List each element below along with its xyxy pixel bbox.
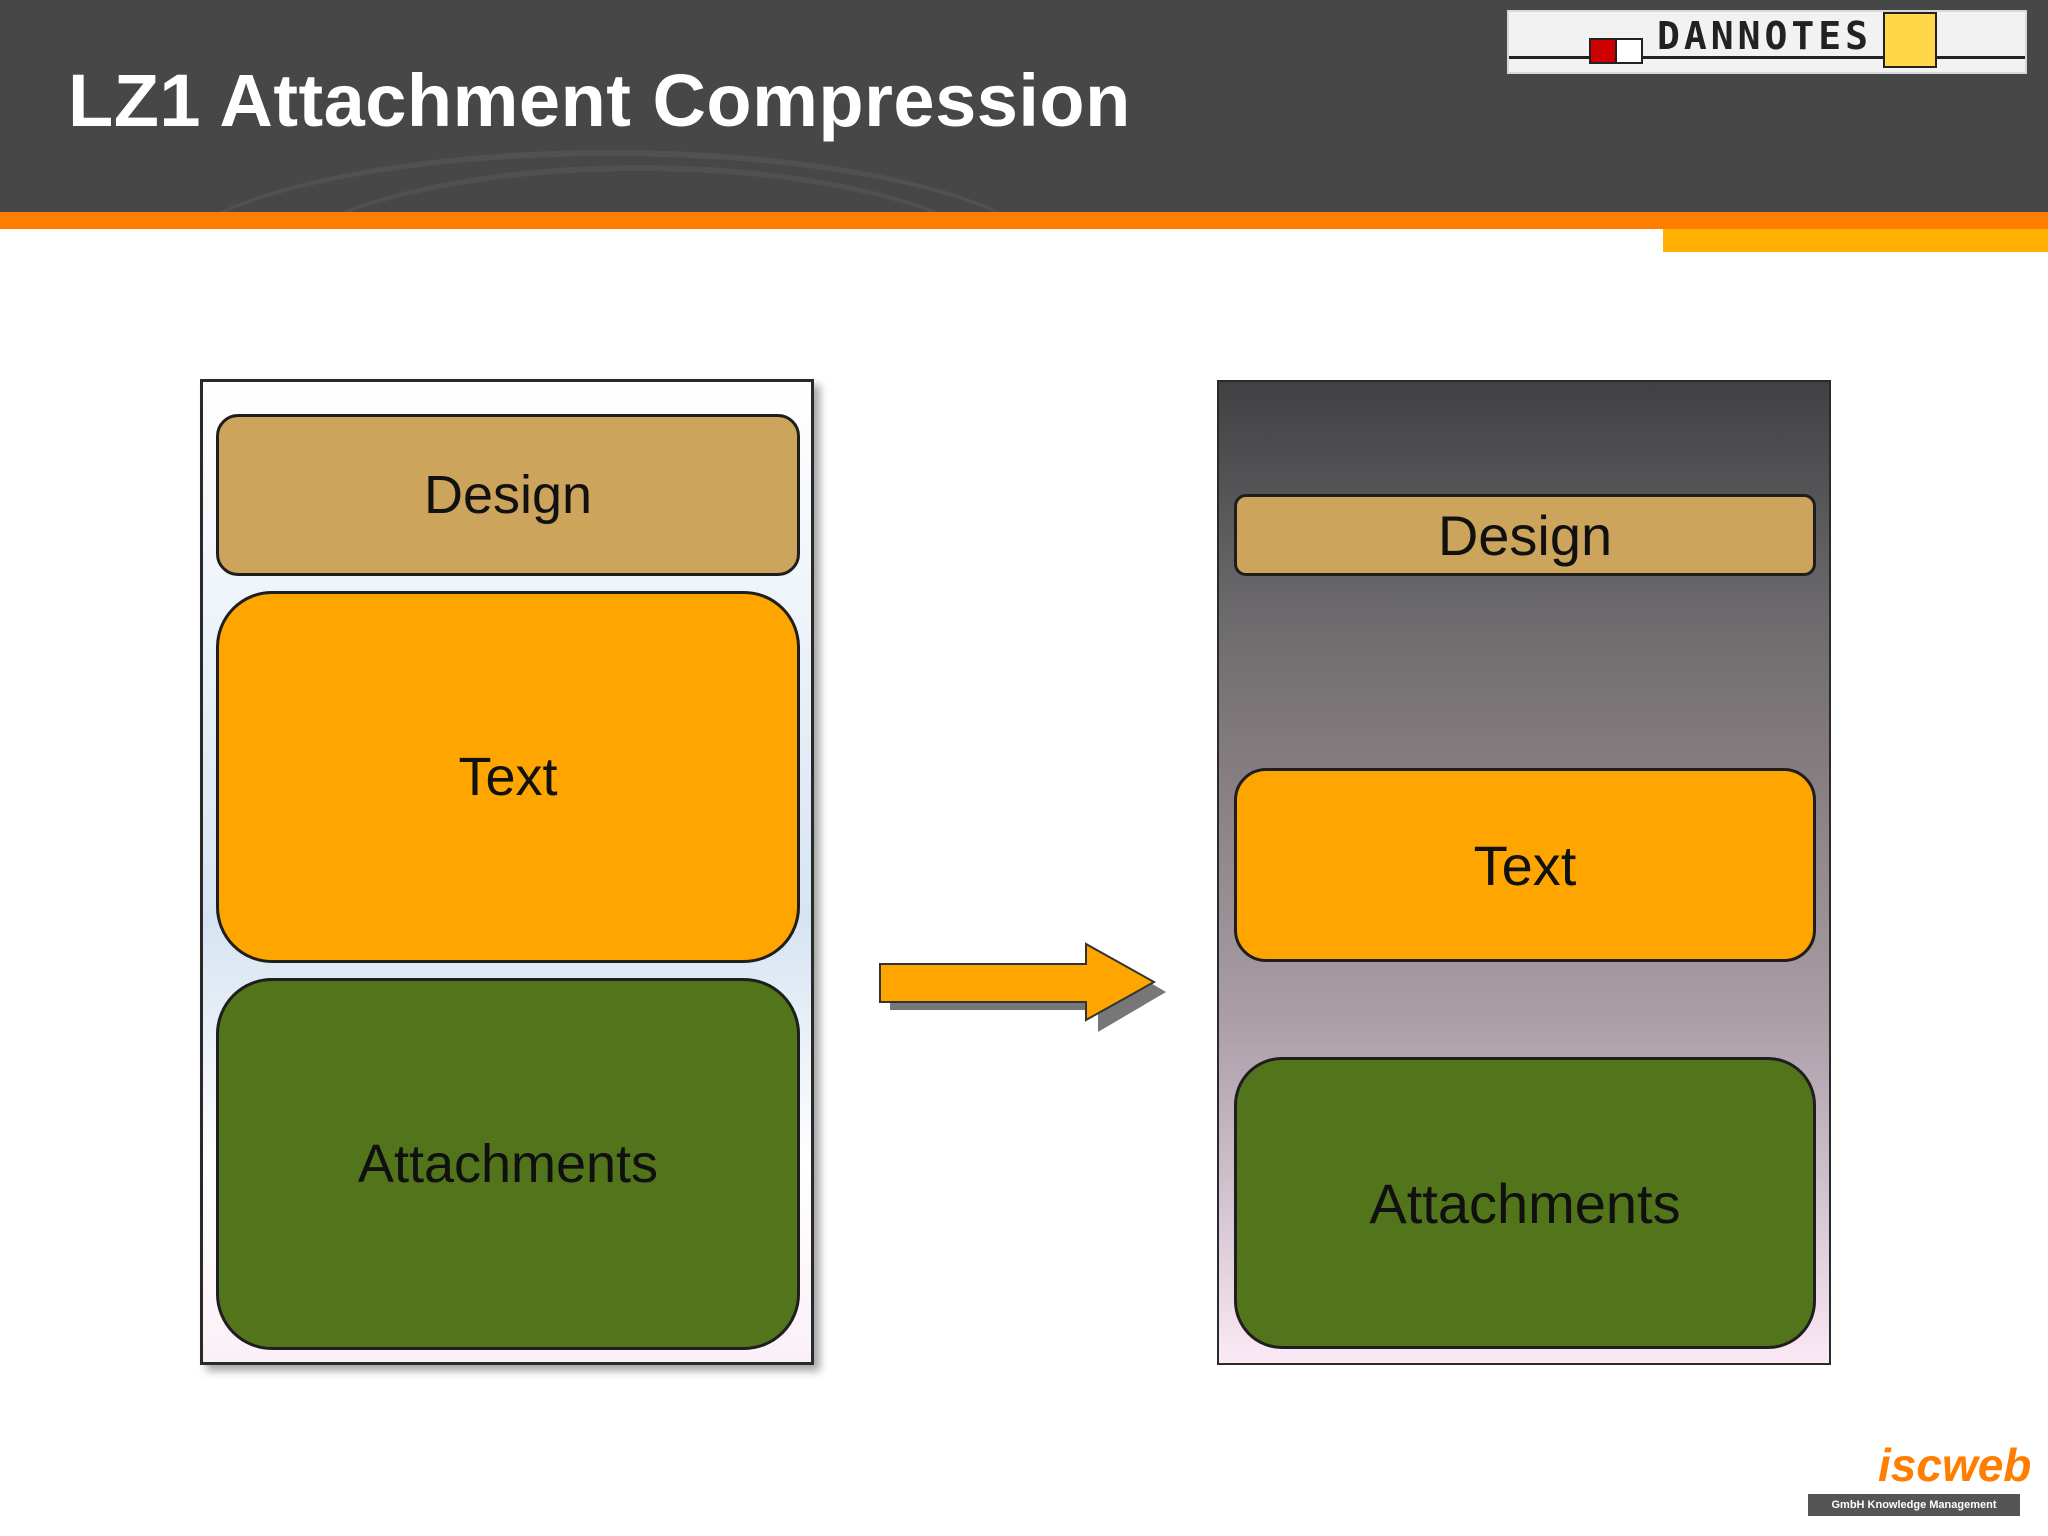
design-block-compressed: Design xyxy=(1234,494,1816,576)
header-orange-tab xyxy=(1663,229,2048,252)
iscweb-tagline: GmbH Knowledge Management xyxy=(1808,1494,2020,1516)
attachments-block: Attachments xyxy=(216,978,800,1350)
attachments-block-label: Attachments xyxy=(1369,1171,1681,1235)
header-swoosh-decoration xyxy=(260,165,1020,212)
logo-yellow-square xyxy=(1883,12,1937,68)
attachments-block-compressed: Attachments xyxy=(1234,1057,1816,1349)
attachments-block-label: Attachments xyxy=(357,1134,659,1194)
text-block-label: Text xyxy=(458,747,558,807)
logo-white-square xyxy=(1615,38,1643,64)
design-block: Design xyxy=(216,414,800,576)
logo-wordmark: DANNOTES xyxy=(1657,14,1873,58)
design-block-label: Design xyxy=(423,465,593,525)
header-swoosh-decoration xyxy=(160,150,1060,212)
text-block: Text xyxy=(216,591,800,963)
right-arrow-icon xyxy=(879,942,1166,1032)
slide-header: LZ1 Attachment Compression DANNOTES xyxy=(0,0,2048,212)
dannotes-logo: DANNOTES xyxy=(1507,10,2027,74)
slide-title: LZ1 Attachment Compression xyxy=(68,59,1131,142)
document-after-panel: Design Text Attachments xyxy=(1217,380,1831,1365)
iscweb-logo: iscweb GmbH Knowledge Management xyxy=(1808,1442,2031,1516)
text-block-label: Text xyxy=(1473,833,1577,897)
logo-red-square xyxy=(1589,38,1617,64)
document-before-panel: Design Text Attachments xyxy=(200,379,814,1365)
text-block-compressed: Text xyxy=(1234,768,1816,962)
design-block-label: Design xyxy=(1437,503,1613,567)
iscweb-wordmark: iscweb xyxy=(1878,1439,2032,1491)
logo-line xyxy=(1509,56,2025,59)
header-orange-bar xyxy=(0,212,2048,229)
